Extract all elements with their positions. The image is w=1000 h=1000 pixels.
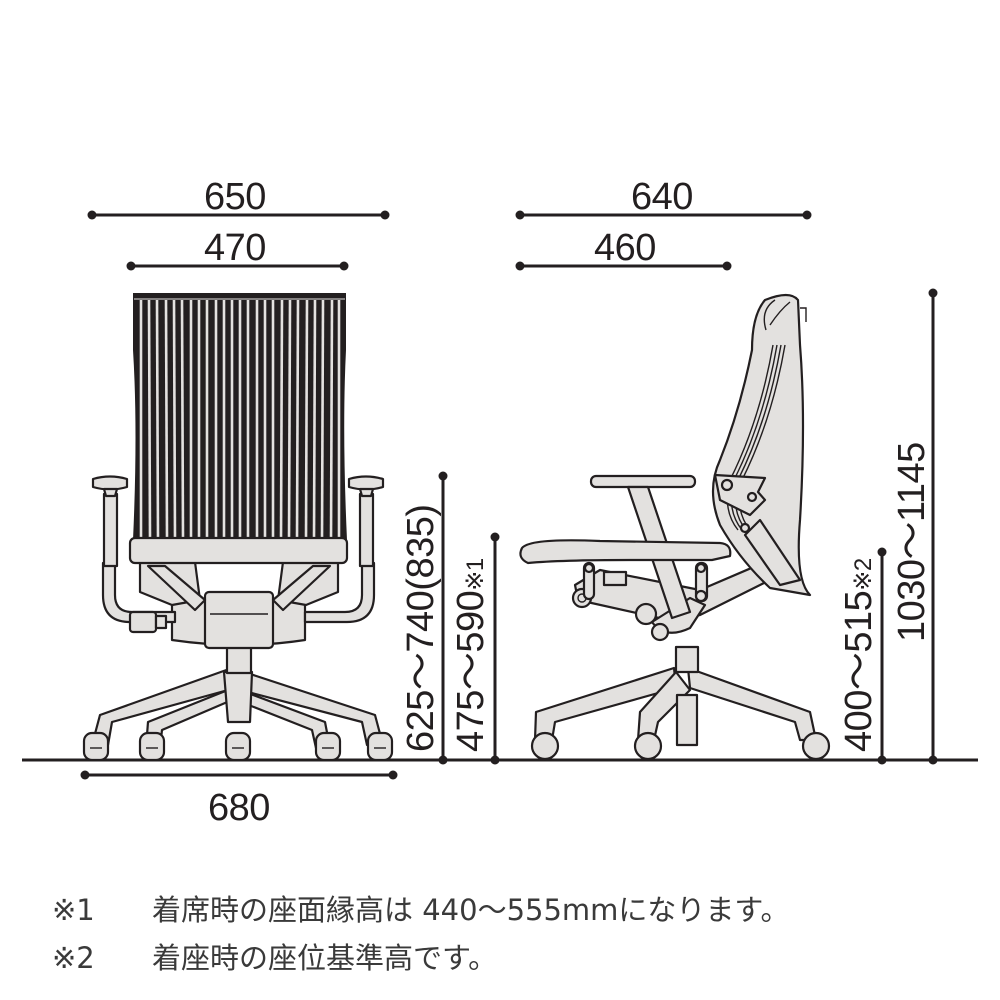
- dim-overall-width: 650: [204, 176, 266, 218]
- dim-armrest-height: 625〜740(835): [400, 504, 442, 752]
- mesh-backrest: [133, 293, 347, 541]
- dim-seat-reference-height-value: 400〜515: [838, 590, 880, 752]
- dim-line-seat-reference-height: [877, 547, 887, 765]
- chair-side-view: [519, 293, 831, 761]
- footnotes: ※1 着席時の座面縁高は 440〜555mmになります。 ※2 着座時の座位基準…: [52, 886, 790, 982]
- dim-line-overall-width: [87, 210, 390, 220]
- armrest-side: [589, 474, 697, 489]
- dim-line-armrest-height: [438, 471, 448, 765]
- footnote-2: ※2 着座時の座位基準高です。: [52, 934, 790, 982]
- dim-seat-reference-height: 400〜515※2: [838, 558, 880, 752]
- dim-line-seat-depth: [515, 261, 732, 271]
- dim-overall-height: 1030〜1145: [891, 442, 933, 642]
- dim-seat-depth: 460: [594, 227, 656, 269]
- dim-line-overall-depth: [515, 210, 812, 220]
- footnote-1-text: 着席時の座面縁高は 440〜555mmになります。: [152, 893, 790, 927]
- dim-overall-depth: 640: [631, 176, 693, 218]
- dim-line-overall-height: [928, 288, 938, 765]
- dim-seat-height-note: ※1: [462, 558, 489, 591]
- dim-armrest-height-value: 625〜740(835): [400, 504, 442, 752]
- dim-overall-height-value: 1030〜1145: [891, 442, 933, 642]
- footnote-1-mark: ※1: [52, 893, 95, 927]
- dim-back-width: 470: [204, 227, 266, 269]
- footnote-2-text: 着座時の座位基準高です。: [152, 941, 498, 975]
- dim-seat-height: 475〜590※1: [450, 558, 492, 752]
- dim-seat-height-value: 475〜590: [450, 590, 492, 752]
- chair-front-view: [82, 293, 394, 762]
- footnote-1: ※1 着席時の座面縁高は 440〜555mmになります。: [52, 886, 790, 934]
- casters-front: [82, 731, 394, 762]
- dim-line-back-width: [126, 261, 349, 271]
- dim-line-base-width: [80, 770, 398, 780]
- dim-line-seat-height: [490, 532, 500, 765]
- dim-base-width: 680: [208, 787, 270, 829]
- dim-seat-reference-height-note: ※2: [850, 558, 877, 591]
- seat-front: [128, 536, 349, 565]
- seat-side: [519, 539, 732, 565]
- footnote-2-mark: ※2: [52, 941, 95, 975]
